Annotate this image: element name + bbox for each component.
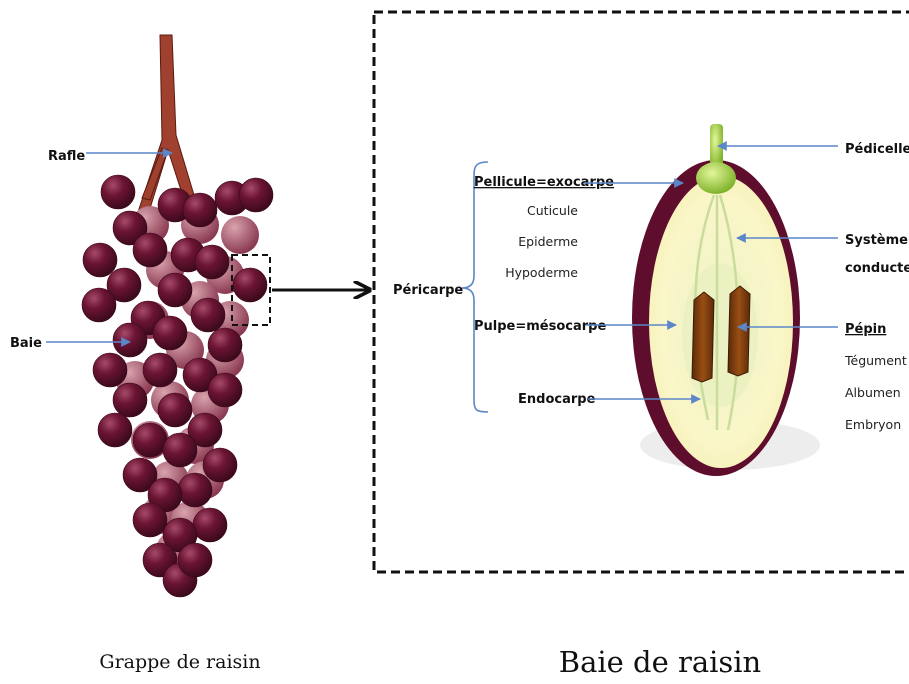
grape-berry: [208, 373, 242, 407]
caption-berry: Baie de raisin: [559, 645, 761, 679]
seed-part: Embryon: [845, 417, 901, 432]
grape-berry: [143, 353, 177, 387]
grape-berry: [101, 175, 135, 209]
label-endocarp: Endocarpe: [518, 392, 596, 407]
grape-berry: [183, 193, 217, 227]
grape-berry: [203, 448, 237, 482]
caption-cluster: Grappe de raisin: [99, 651, 260, 673]
label-pericarp: Péricarpe: [393, 283, 463, 298]
grape-berry: [239, 178, 273, 212]
seed-part: Albumen: [845, 385, 901, 400]
grape-berry: [158, 273, 192, 307]
grape-cluster: [82, 35, 273, 597]
grape-berry: [83, 243, 117, 277]
grape-berry: [153, 316, 187, 350]
grape-berry: [158, 393, 192, 427]
exocarp-layer: Epiderme: [518, 234, 578, 249]
berry-cross-section: [632, 124, 820, 476]
grape-berry: [113, 323, 147, 357]
seed-left: [692, 292, 714, 382]
grape-berry: [113, 383, 147, 417]
exocarp-layer: Cuticule: [527, 203, 578, 218]
grape-berry: [193, 508, 227, 542]
exocarp-layer: Hypoderme: [505, 265, 578, 280]
grape-berry: [133, 503, 167, 537]
grape-berry: [82, 288, 116, 322]
label-vascular-1: Système: [845, 233, 908, 248]
grape-berry: [191, 298, 225, 332]
grape-berry: [233, 268, 267, 302]
pericarp-bracket: [462, 162, 488, 412]
grape-berry: [133, 233, 167, 267]
grape-berry: [178, 473, 212, 507]
label-mesocarp: Pulpe=mésocarpe: [474, 319, 606, 334]
label-vascular-2: conducteur: [845, 261, 909, 276]
seed-right: [728, 286, 750, 376]
pedicel-cap: [696, 162, 736, 194]
label-pedicel: Pédicelle: [845, 142, 909, 157]
grape-berry: [93, 353, 127, 387]
label-seed: Pépin: [845, 322, 886, 337]
grape-berry: [195, 245, 229, 279]
grape-berry: [178, 543, 212, 577]
grape-berry: [221, 216, 259, 254]
grape-berry: [163, 433, 197, 467]
label-stalk: Rafle: [48, 149, 85, 164]
seed-part: Tégument: [844, 353, 907, 368]
grape-berry: [208, 328, 242, 362]
label-berry: Baie: [10, 336, 42, 351]
grape-berry: [98, 413, 132, 447]
grape-berry: [133, 423, 167, 457]
